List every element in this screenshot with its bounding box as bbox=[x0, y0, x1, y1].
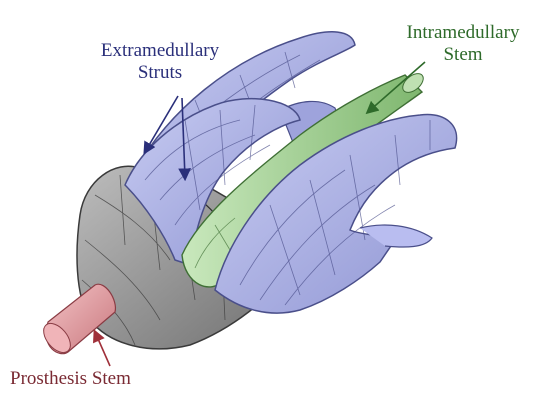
prosthesis-stem-label: Prosthesis Stem bbox=[10, 368, 131, 389]
extramedullary-arrows bbox=[143, 95, 192, 182]
extramedullary-struts-label: Extramedullary Struts bbox=[80, 40, 240, 84]
intramedullary-label-line2: Stem bbox=[443, 44, 483, 65]
prosthesis-stem bbox=[43, 283, 117, 355]
intramedullary-label-line1: Intramedullary bbox=[406, 22, 520, 43]
intramedullary-stem-label: Intramedullary Stem bbox=[378, 22, 548, 66]
extramedullary-label-line1: Extramedullary bbox=[100, 40, 220, 61]
extramedullary-strut-front-left bbox=[124, 97, 301, 266]
prosthesis-arrow bbox=[93, 329, 111, 367]
extramedullary-strut-front-right bbox=[214, 113, 458, 314]
extramedullary-label-line2: Struts bbox=[137, 62, 183, 83]
intramedullary-arrow bbox=[365, 61, 426, 115]
